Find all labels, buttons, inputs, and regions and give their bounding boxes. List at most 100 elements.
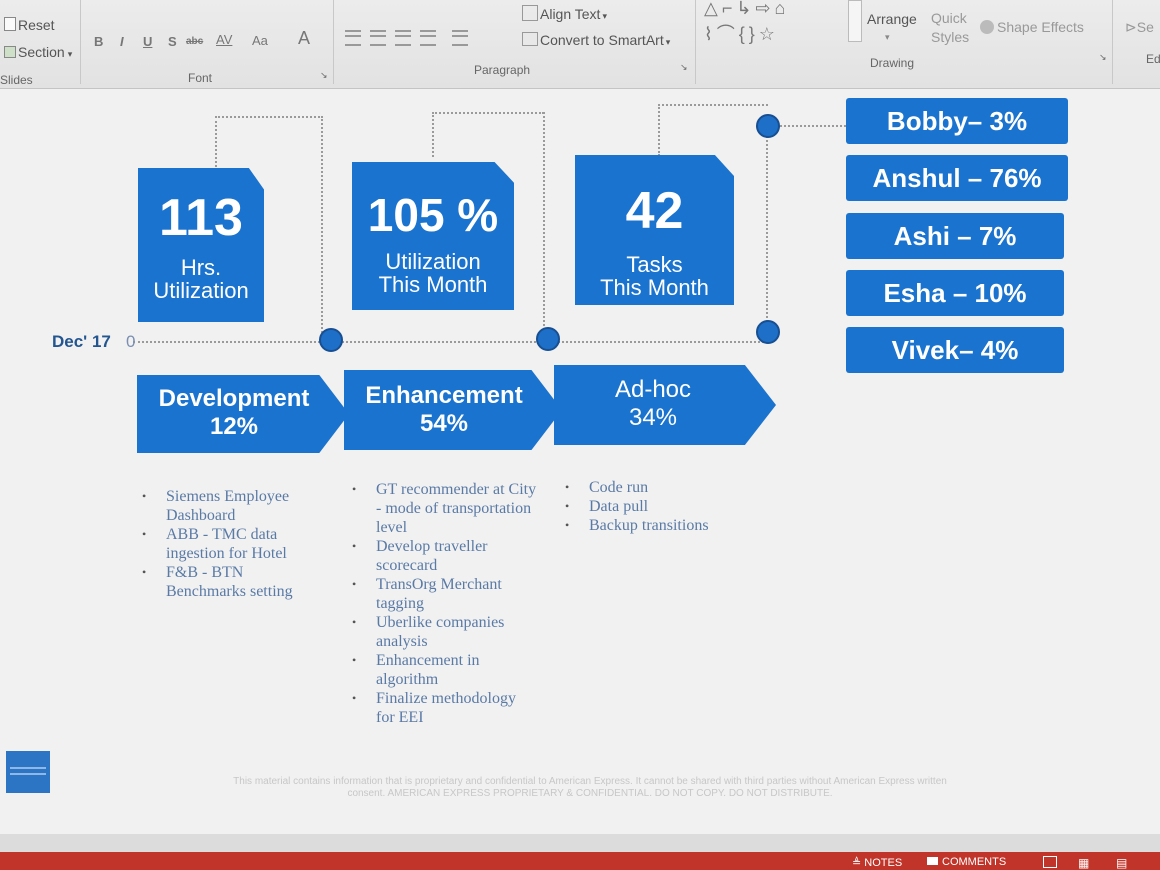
underline-button[interactable]: U (143, 34, 153, 49)
section-icon (4, 46, 16, 58)
chevron-down-icon: ▾ (665, 37, 671, 47)
font-dialog-launcher-icon[interactable]: ↘ (320, 70, 328, 80)
connector-line (766, 127, 768, 330)
list-item: Enhancement in algorithm (352, 651, 537, 689)
timeline-line (133, 341, 768, 343)
category-percent: 34% (628, 404, 678, 431)
arrange-button[interactable]: Arrange (867, 11, 917, 27)
stat-value: 42 (625, 182, 684, 240)
stat-caption-line1: Hrs. (180, 255, 222, 280)
columns-icon[interactable] (452, 30, 468, 46)
person-share-anshul: Anshul – 76% (846, 155, 1068, 201)
slide-canvas[interactable]: Dec' 17 0 113 Hrs. Utilization 105 % Uti… (0, 89, 1160, 834)
chevron-down-icon: ▾ (67, 49, 73, 59)
font-group-label: Font (188, 71, 213, 85)
notes-icon: ≜ (852, 857, 865, 869)
stat-caption-line2: This Month (600, 275, 709, 301)
list-item: Backup transitions (565, 516, 755, 535)
list-item: F&B - BTN Benchmarks setting (142, 563, 302, 601)
company-logo (6, 751, 50, 793)
category-name: Enhancement (365, 382, 523, 409)
list-item: Finalize methodology for EEI (352, 689, 537, 727)
convert-smartart-button[interactable]: Convert to SmartArt▾ (522, 32, 670, 48)
chevron-down-icon: ▾ (885, 32, 890, 42)
quick-styles-button[interactable]: Quick Styles (931, 10, 970, 45)
shapes-gallery-scroll[interactable] (848, 0, 862, 42)
timeline-marker (536, 327, 560, 351)
stat-caption-line2: This Month (378, 272, 488, 298)
shape-effects-button[interactable]: Shape Effects (980, 19, 1084, 35)
select-icon: ⊳ (1125, 19, 1137, 35)
connector-line (432, 112, 434, 157)
chevron-down-icon: ▾ (602, 11, 607, 21)
adhoc-task-list: Code run Data pull Backup transitions (565, 478, 755, 535)
drawing-group-label: Drawing (870, 56, 915, 70)
list-item: TransOrg Merchant tagging (352, 575, 537, 613)
change-case-button[interactable]: Aa (252, 33, 268, 48)
category-percent: 12% (209, 413, 259, 440)
connector-line (215, 116, 323, 118)
strikethrough-button[interactable]: abc (186, 36, 204, 47)
character-spacing-button[interactable]: AV (216, 32, 233, 47)
category-percent: 54% (419, 410, 469, 437)
stat-caption-line2: Utilization (153, 278, 249, 304)
timeline-marker (756, 114, 780, 138)
status-bar (0, 852, 1160, 870)
slide-sorter-icon[interactable]: ▦ (1078, 856, 1090, 870)
list-item: ABB - TMC data ingestion for Hotel (142, 525, 302, 563)
comments-button[interactable]: COMMENTS (927, 856, 1006, 868)
reset-button[interactable]: Reset (4, 17, 55, 33)
category-arrow-adhoc: Ad-hoc 34% (554, 365, 776, 445)
stat-caption-line1: Tasks (626, 252, 683, 277)
category-arrow-enhancement: Enhancement 54% (344, 370, 562, 450)
align-left-icon[interactable] (345, 30, 361, 46)
category-name: Development (158, 385, 310, 412)
align-center-icon[interactable] (370, 30, 386, 46)
align-right-icon[interactable] (395, 30, 411, 46)
development-task-list: Siemens Employee Dashboard ABB - TMC dat… (142, 487, 302, 601)
ribbon: Reset Section▾ Slides B I U S abc AV Aa … (0, 0, 1160, 89)
reset-icon (4, 17, 16, 31)
person-share-ashi: Ashi – 7% (846, 213, 1064, 259)
align-text-icon (522, 5, 538, 21)
connector-line (432, 112, 544, 114)
category-arrow-development: Development 12% (137, 375, 349, 453)
category-name: Ad-hoc (614, 376, 692, 403)
drawing-dialog-launcher-icon[interactable]: ↘ (1099, 52, 1107, 62)
stat-card-utilization: 105 % Utilization This Month (352, 162, 514, 310)
shape-effects-icon (980, 20, 994, 34)
section-button[interactable]: Section▾ (4, 44, 72, 60)
connector-line (321, 116, 323, 340)
timeline-marker (319, 328, 343, 352)
connector-line (543, 112, 545, 338)
stat-caption-line1: Utilization (385, 249, 481, 274)
notes-button[interactable]: ≜ NOTES (852, 857, 903, 869)
enhancement-task-list: GT recommender at City - mode of transpo… (352, 480, 537, 727)
timeline-marker (756, 320, 780, 344)
smartart-icon (522, 32, 538, 46)
paragraph-dialog-launcher-icon[interactable]: ↘ (680, 62, 688, 72)
connector-line (658, 104, 768, 106)
timeline-zero: 0 (126, 332, 136, 351)
justify-icon[interactable] (420, 30, 436, 46)
paragraph-group-label: Paragraph (474, 63, 531, 77)
connector-line (658, 104, 660, 156)
normal-view-icon[interactable] (1043, 856, 1057, 868)
list-item: Siemens Employee Dashboard (142, 487, 302, 525)
select-button[interactable]: ⊳Se (1125, 19, 1154, 35)
reading-view-icon[interactable]: ▤ (1116, 856, 1128, 870)
list-item: Uberlike companies analysis (352, 613, 537, 651)
editing-group-label: Ed (1146, 52, 1160, 66)
italic-button[interactable]: I (120, 34, 124, 49)
comment-icon (927, 857, 938, 865)
shapes-gallery-row1[interactable]: △⌐↳⇨⌂ (704, 0, 790, 18)
list-item: Data pull (565, 497, 755, 516)
connector-line (215, 116, 217, 171)
font-color-button[interactable]: A (298, 28, 311, 48)
shadow-button[interactable]: S (168, 34, 177, 49)
timeline-date: Dec' 17 (52, 332, 111, 351)
confidentiality-footer: This material contains information that … (233, 776, 947, 799)
align-text-button[interactable]: Align Text▾ (522, 5, 607, 22)
bold-button[interactable]: B (94, 34, 104, 49)
shapes-gallery-row2[interactable]: ⌇⌒{}☆ (704, 24, 779, 44)
